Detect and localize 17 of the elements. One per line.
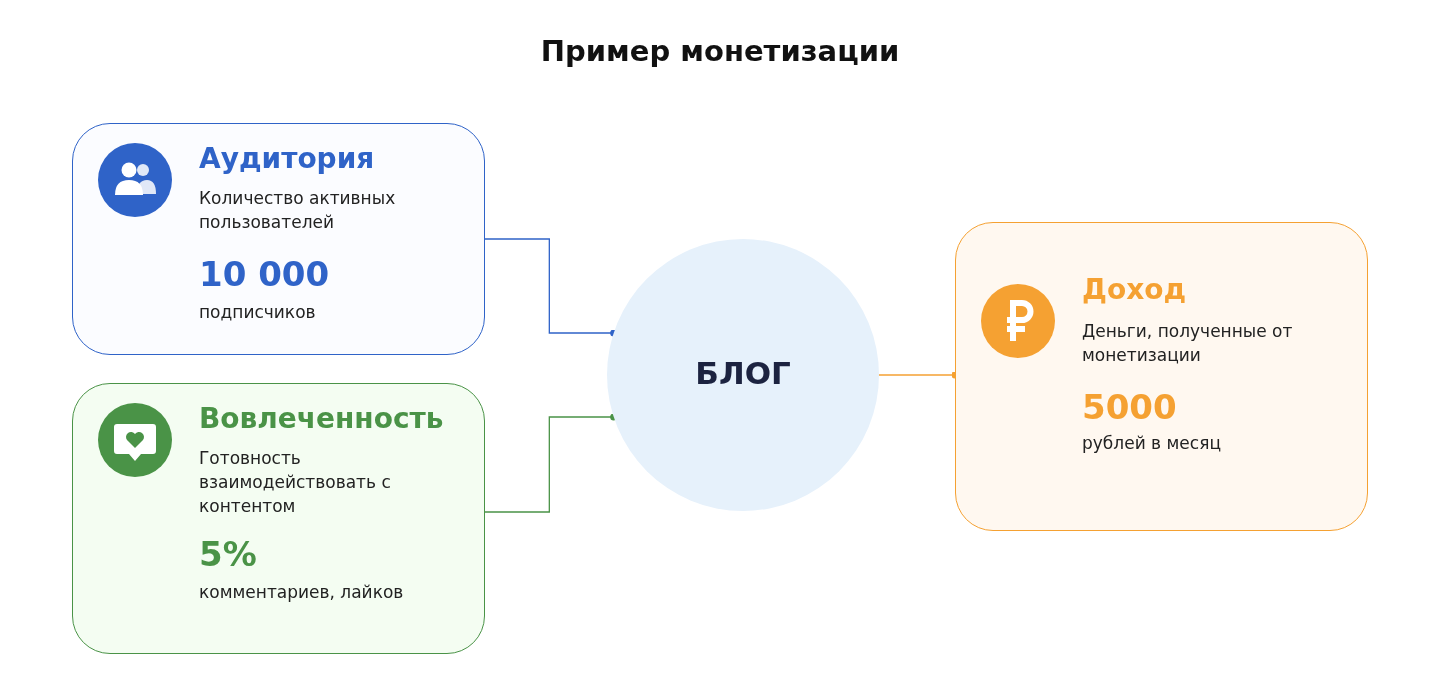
description: Готовность взаимодействовать с контентом <box>199 447 392 518</box>
card-heading: Доход <box>1082 273 1187 306</box>
metric-value: 5% <box>199 534 257 574</box>
card-heading: Аудитория <box>199 142 375 175</box>
metric-unit: подписчиков <box>199 301 317 324</box>
metric-unit: комментариев, лайков <box>199 581 405 604</box>
info-card <box>72 123 485 355</box>
metric-value: 5000 <box>1082 387 1177 427</box>
info-card <box>72 383 485 654</box>
center-label: БЛОГ <box>694 355 792 391</box>
title: Пример монетизации <box>539 34 901 68</box>
description: Деньги, полученные от монетизации <box>1082 320 1294 367</box>
metric-unit: рублей в месяц <box>1082 432 1222 455</box>
description: Количество активных пользователей <box>199 187 397 234</box>
card-heading: Вовлеченность <box>199 402 444 435</box>
info-card <box>955 222 1368 531</box>
metric-value: 10 000 <box>199 254 330 294</box>
